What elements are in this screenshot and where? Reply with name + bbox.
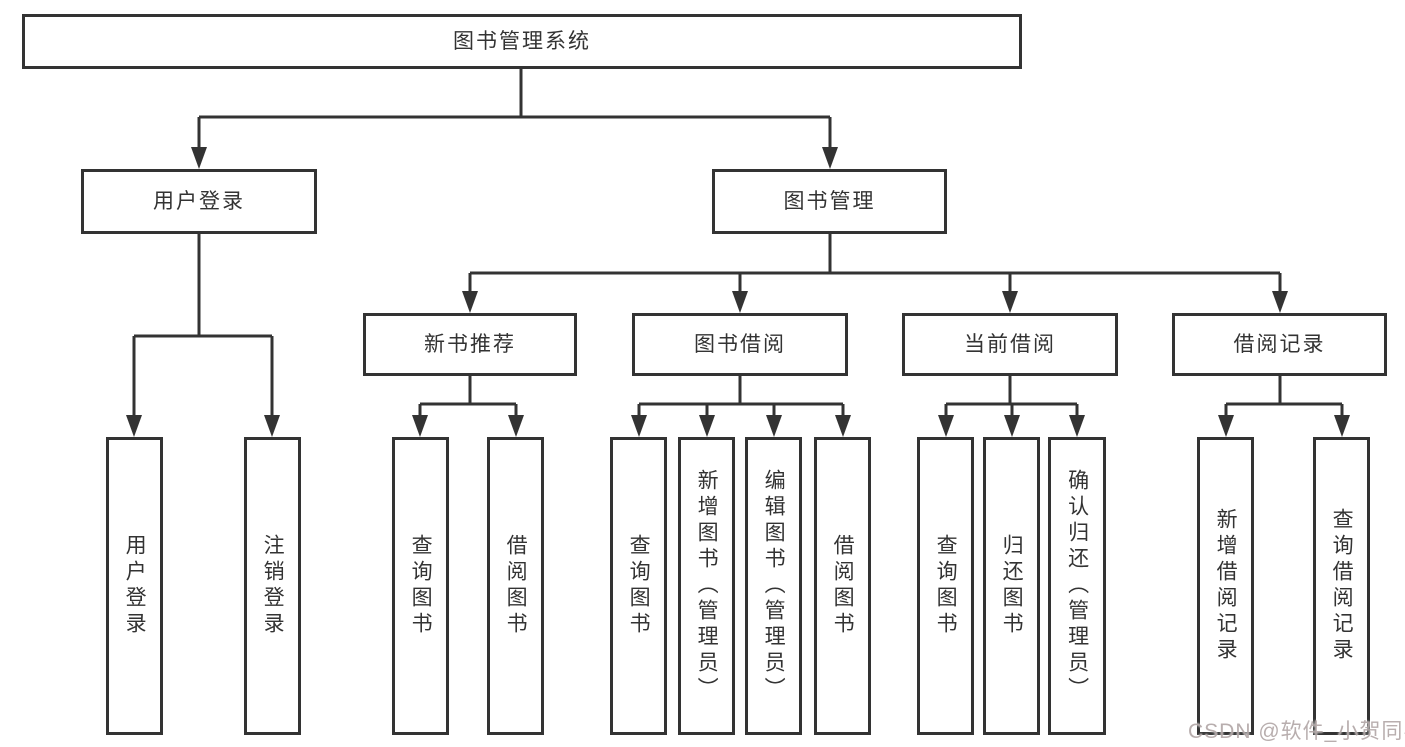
leaf-newrec-query-book: 查询图书 <box>392 437 449 735</box>
node-root: 图书管理系统 <box>22 14 1022 69</box>
arrowhead-icons <box>126 147 1350 437</box>
leaf-newrec-borrow-book: 借阅图书 <box>487 437 544 735</box>
leaf-borrow-query-book: 查询图书 <box>610 437 667 735</box>
leaf-current-confirm-return: 确认归还（管理员） <box>1048 437 1106 735</box>
node-book-management: 图书管理 <box>712 169 947 234</box>
leaf-records-query: 查询借阅记录 <box>1313 437 1370 735</box>
node-borrow-records: 借阅记录 <box>1172 313 1387 376</box>
leaf-borrow-edit-book: 编辑图书（管理员） <box>745 437 802 735</box>
leaf-borrow-add-book: 新增图书（管理员） <box>678 437 735 735</box>
leaf-current-return-book: 归还图书 <box>983 437 1040 735</box>
node-user-login: 用户登录 <box>81 169 317 234</box>
node-book-borrow: 图书借阅 <box>632 313 848 376</box>
node-new-book-recommend: 新书推荐 <box>363 313 577 376</box>
leaf-current-query-book: 查询图书 <box>917 437 974 735</box>
connector-lines <box>132 69 1344 418</box>
csdn-watermark: CSDN @软件_小贺同学 <box>1188 720 1405 743</box>
leaf-records-add: 新增借阅记录 <box>1197 437 1254 735</box>
node-current-borrow: 当前借阅 <box>902 313 1118 376</box>
leaf-user-login: 用户登录 <box>106 437 163 735</box>
leaf-borrow-borrow-book: 借阅图书 <box>814 437 871 735</box>
leaf-logout: 注销登录 <box>244 437 301 735</box>
